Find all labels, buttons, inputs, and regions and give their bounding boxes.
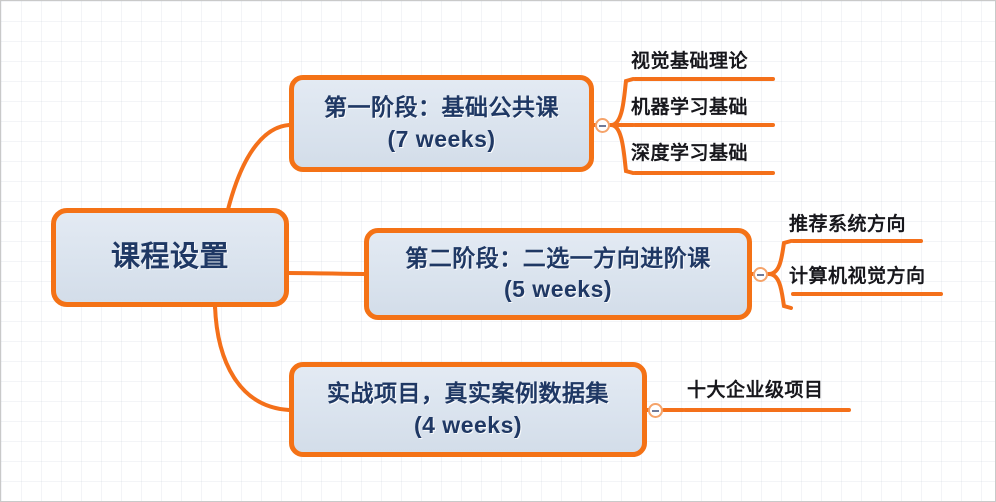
leaf-stage-2-item-2[interactable]: 计算机视觉方向 — [789, 266, 926, 287]
leaf-stage-1-item-1[interactable]: 视觉基础理论 — [631, 51, 749, 72]
leaf-rule-stage-1-item-2 — [633, 123, 775, 127]
leaf-rule-stage-2-item-1 — [791, 239, 923, 243]
stage-2-title: 第二阶段：二选一方向进阶课 — [405, 244, 711, 271]
stage-3-duration: (4 weeks) — [413, 411, 523, 438]
root-node[interactable]: 课程设置 — [51, 208, 289, 307]
leaf-stage-2-item-1[interactable]: 推荐系统方向 — [789, 214, 907, 235]
stage-1-duration: (7 weeks) — [387, 125, 496, 152]
connector-stage-1-fan-top — [609, 77, 635, 127]
stage-1-collapse-toggle-icon[interactable] — [595, 118, 610, 133]
stage-2-duration: (5 weeks) — [503, 276, 613, 302]
stage-3-text: 实战项目，真实案例数据集 (4 weeks) — [327, 378, 609, 440]
stage-2-collapse-toggle-icon[interactable] — [753, 267, 768, 282]
leaf-rule-stage-1-item-3 — [633, 171, 775, 175]
stage-2-node[interactable]: 第二阶段：二选一方向进阶课 (5 weeks) — [364, 228, 752, 320]
stage-1-text: 第一阶段：基础公共课 (7 weeks) — [324, 92, 559, 154]
stage-1-node[interactable]: 第一阶段：基础公共课 (7 weeks) — [289, 75, 594, 172]
connector-stage-1-fan-bottom — [609, 123, 635, 175]
connector-root-to-stage-3 — [213, 304, 291, 412]
connector-root-to-stage-2 — [285, 271, 366, 276]
leaf-stage-1-item-2[interactable]: 机器学习基础 — [631, 97, 749, 118]
connector-stage-2-fan-bottom — [767, 272, 793, 310]
leaf-rule-stage-1-item-1 — [633, 77, 775, 81]
leaf-stage-3-item-1[interactable]: 十大企业级项目 — [687, 380, 824, 401]
leaf-stage-1-item-3[interactable]: 深度学习基础 — [631, 143, 749, 164]
stage-3-collapse-toggle-icon[interactable] — [648, 403, 663, 418]
stage-3-node[interactable]: 实战项目，真实案例数据集 (4 weeks) — [289, 362, 647, 457]
leaf-rule-stage-2-item-2 — [791, 292, 943, 296]
stage-2-text: 第二阶段：二选一方向进阶课 (5 weeks) — [405, 243, 711, 305]
connector-stage-2-fan-top — [767, 239, 793, 276]
leaf-rule-stage-3-item-1 — [683, 408, 851, 412]
stage-1-title: 第一阶段：基础公共课 — [324, 94, 559, 121]
stage-3-title: 实战项目，真实案例数据集 — [327, 380, 609, 407]
root-node-label: 课程设置 — [110, 240, 229, 273]
